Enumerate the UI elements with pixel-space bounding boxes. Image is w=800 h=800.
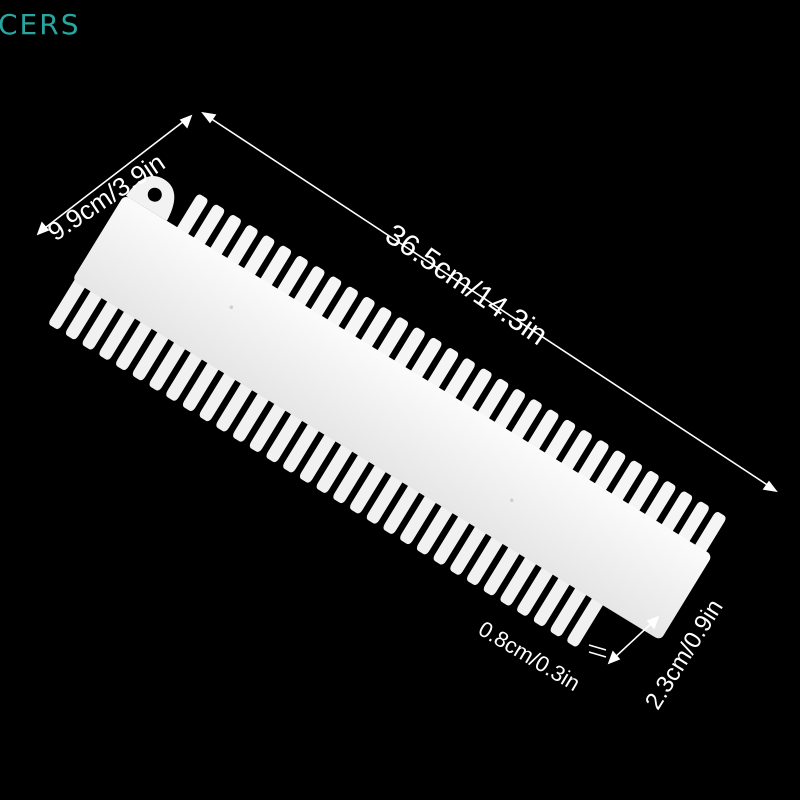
width-dimension-line (40, 117, 189, 232)
bottom-tooth (149, 340, 187, 391)
top-tooth (393, 327, 425, 369)
bottom-tooth (299, 432, 337, 483)
nail-display-board (49, 176, 726, 647)
top-tooth (226, 225, 258, 267)
top-tooth (326, 286, 358, 328)
top-tooth (359, 307, 392, 349)
bottom-tooth (383, 484, 421, 534)
bottom-tooth (483, 545, 521, 596)
bottom-tooth (216, 381, 253, 432)
tooth-length-dimension-line (611, 619, 656, 661)
top-tooth (343, 296, 375, 339)
top-tooth (376, 317, 409, 359)
top-tooth (426, 348, 459, 390)
bottom-tooth (266, 412, 304, 463)
top-tooth (309, 276, 342, 318)
bottom-tooth (182, 361, 220, 411)
top-tooth (410, 337, 442, 380)
bottom-tooth (283, 422, 320, 473)
top-tooth (660, 491, 693, 533)
bottom-tooth (166, 351, 203, 401)
top-tooth (610, 460, 642, 502)
bottom-tooth (82, 299, 120, 350)
top-tooth (560, 430, 592, 472)
bottom-tooth (533, 576, 571, 626)
bottom-teeth-row (49, 279, 604, 647)
top-tooth (242, 235, 275, 277)
top-tooth (593, 450, 626, 492)
hanging-hole-icon (147, 187, 162, 202)
bottom-tooth (249, 402, 287, 452)
top-tooth (460, 368, 492, 410)
bottom-tooth (316, 443, 354, 493)
top-tooth (527, 409, 559, 451)
bottom-tooth (99, 310, 136, 360)
top-tooth (677, 501, 709, 543)
bottom-tooth (116, 320, 153, 370)
bottom-tooth (233, 392, 270, 442)
top-tooth (443, 358, 475, 400)
top-tooth (209, 215, 241, 257)
bottom-tooth (450, 525, 487, 575)
brand-watermark: CERS (0, 8, 81, 41)
bottom-tooth (416, 504, 454, 555)
top-teeth-row (176, 194, 726, 554)
bottom-tooth (366, 473, 404, 524)
bottom-tooth (49, 279, 86, 330)
length-dimension-line (206, 115, 773, 489)
bottom-tooth (199, 371, 237, 422)
bottom-tooth (350, 463, 387, 514)
top-tooth (543, 419, 576, 461)
bottom-tooth (132, 330, 170, 381)
bottom-tooth (433, 514, 471, 565)
bottom-tooth (567, 596, 604, 647)
bottom-tooth (400, 494, 437, 545)
top-tooth (493, 389, 526, 431)
top-tooth (293, 266, 325, 308)
top-tooth (259, 245, 292, 287)
bottom-tooth (517, 566, 554, 616)
top-tooth (627, 471, 659, 513)
top-tooth (192, 204, 225, 246)
board-spine (74, 197, 711, 639)
bottom-tooth (550, 586, 588, 637)
dimension-lines (36, 111, 778, 665)
bottom-tooth (65, 289, 103, 340)
bottom-tooth (333, 453, 370, 504)
top-tooth (510, 399, 542, 441)
top-tooth (476, 378, 509, 420)
top-tooth (644, 481, 676, 523)
top-tooth (176, 194, 208, 236)
top-tooth (694, 512, 726, 554)
bottom-tooth (500, 555, 538, 606)
bottom-tooth (467, 535, 504, 586)
top-tooth (276, 255, 308, 298)
top-tooth (577, 440, 609, 482)
